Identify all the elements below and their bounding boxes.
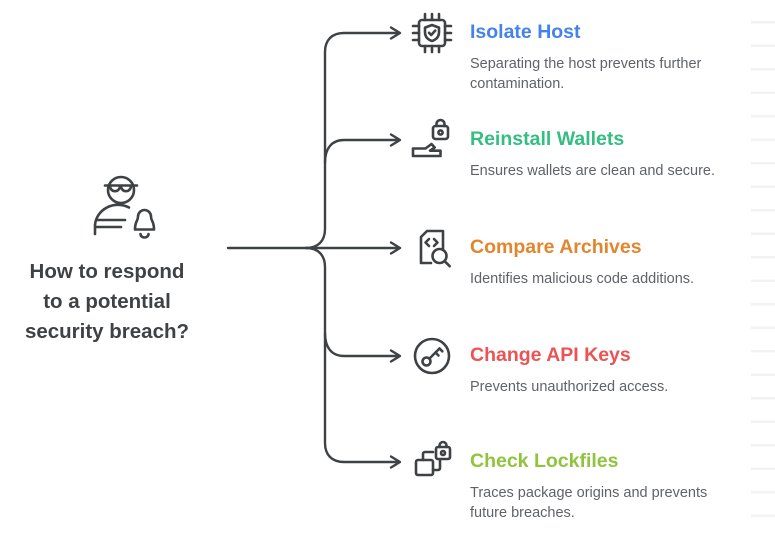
background-ruler-lines: [751, 0, 775, 538]
chip-shield-icon: [408, 9, 456, 61]
security-person-bell-icon: [77, 170, 161, 247]
branch-up: [304, 31, 399, 250]
step-item-compare-archives: Compare Archives Identifies malicious co…: [408, 224, 738, 328]
copy-lock-icon: [408, 438, 456, 490]
question-line: security breach?: [24, 320, 190, 343]
step-description: Traces package origins and prevents futu…: [470, 485, 708, 521]
document-code-search-icon: [408, 224, 456, 276]
arrowhead-icon: [389, 455, 402, 469]
step-title: Isolate Host: [470, 21, 581, 43]
step-description: Ensures wallets are clean and secure.: [470, 163, 716, 179]
step-title: Check Lockfiles: [470, 450, 619, 472]
branch-down-mid: [323, 331, 399, 358]
arrowhead-icon: [389, 349, 402, 363]
branch-up-mid: [323, 138, 399, 165]
step-description: Identifies malicious code additions.: [470, 271, 695, 287]
step-description: Separating the host prevents further con…: [470, 56, 702, 92]
step-title: Change API Keys: [470, 344, 631, 366]
question-line: to a potential: [43, 290, 171, 313]
step-item-check-lockfiles: Check Lockfiles Traces package origins a…: [408, 438, 738, 538]
step-description: Prevents unauthorized access.: [470, 379, 669, 395]
question-block: How to respond to a potential security b…: [0, 170, 214, 347]
key-circle-icon: [408, 332, 456, 384]
arrowhead-icon: [389, 241, 402, 255]
step-item-isolate-host: Isolate Host Separating the host prevent…: [408, 9, 738, 113]
step-title: Compare Archives: [470, 236, 642, 258]
question-line: How to respond: [29, 260, 185, 283]
hand-lock-icon: [408, 116, 456, 168]
question-title: How to respond to a potential security b…: [0, 257, 214, 347]
arrowhead-icon: [389, 26, 402, 40]
branch-down: [304, 246, 399, 464]
arrowhead-icon: [389, 133, 402, 147]
step-item-change-api-keys: Change API Keys Prevents unauthorized ac…: [408, 332, 738, 436]
step-title: Reinstall Wallets: [470, 128, 625, 150]
step-item-reinstall-wallets: Reinstall Wallets Ensures wallets are cl…: [408, 116, 738, 220]
